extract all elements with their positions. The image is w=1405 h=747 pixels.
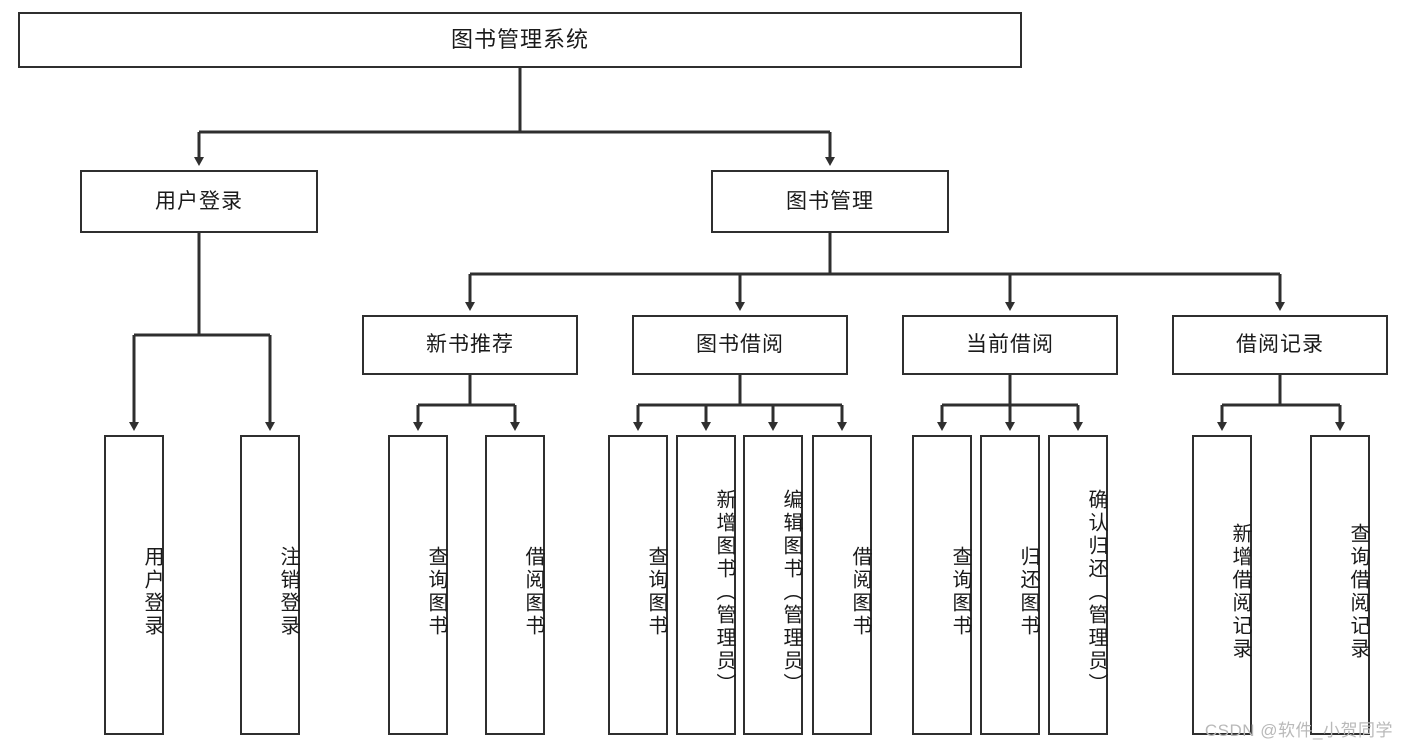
node-leaf-confirm-return[interactable]: 确认归还（管理员） xyxy=(1048,435,1108,735)
node-label: 图书管理 xyxy=(786,189,874,213)
node-book-borrow[interactable]: 图书借阅 xyxy=(632,315,848,375)
node-label: 当前借阅 xyxy=(966,333,1054,357)
node-label: 图书借阅 xyxy=(696,333,784,357)
node-label: 新书推荐 xyxy=(426,333,514,357)
node-leaf-query-record[interactable]: 查询借阅记录 xyxy=(1310,435,1370,735)
watermark: CSDN @软件_小贺同学 xyxy=(1204,721,1393,740)
node-new-book-recommend[interactable]: 新书推荐 xyxy=(362,315,578,375)
node-leaf-borrow-book-2[interactable]: 借阅图书 xyxy=(812,435,872,735)
node-root-system[interactable]: 图书管理系统 xyxy=(18,12,1022,68)
node-leaf-logout-login[interactable]: 注销登录 xyxy=(240,435,300,735)
node-label: 查询借阅记录 xyxy=(1347,523,1369,661)
node-label: 用户登录 xyxy=(155,189,243,213)
node-label: 用户登录 xyxy=(141,546,163,638)
node-label: 注销登录 xyxy=(277,546,299,638)
node-label: 借阅图书 xyxy=(849,546,871,638)
node-leaf-borrow-book-1[interactable]: 借阅图书 xyxy=(485,435,545,735)
node-label: 查询图书 xyxy=(949,546,971,638)
node-label: 确认归还（管理员） xyxy=(1085,488,1107,696)
node-leaf-user-login[interactable]: 用户登录 xyxy=(104,435,164,735)
node-borrow-record[interactable]: 借阅记录 xyxy=(1172,315,1388,375)
node-label: 查询图书 xyxy=(645,546,667,638)
node-leaf-query-book-1[interactable]: 查询图书 xyxy=(388,435,448,735)
node-current-borrow[interactable]: 当前借阅 xyxy=(902,315,1118,375)
node-label: 查询图书 xyxy=(425,546,447,638)
node-leaf-edit-book[interactable]: 编辑图书（管理员） xyxy=(743,435,803,735)
node-user-login[interactable]: 用户登录 xyxy=(80,170,318,233)
node-label: 归还图书 xyxy=(1017,546,1039,638)
node-label: 借阅图书 xyxy=(522,546,544,638)
node-label: 新增图书（管理员） xyxy=(713,488,735,696)
node-label: 借阅记录 xyxy=(1236,333,1324,357)
node-leaf-query-book-3[interactable]: 查询图书 xyxy=(912,435,972,735)
node-label: 新增借阅记录 xyxy=(1229,523,1251,661)
node-label: 图书管理系统 xyxy=(450,26,589,52)
node-leaf-query-book-2[interactable]: 查询图书 xyxy=(608,435,668,735)
node-leaf-add-book[interactable]: 新增图书（管理员） xyxy=(676,435,736,735)
node-leaf-return-book[interactable]: 归还图书 xyxy=(980,435,1040,735)
node-book-manage[interactable]: 图书管理 xyxy=(711,170,949,233)
node-leaf-add-record[interactable]: 新增借阅记录 xyxy=(1192,435,1252,735)
node-label: 编辑图书（管理员） xyxy=(780,488,802,696)
